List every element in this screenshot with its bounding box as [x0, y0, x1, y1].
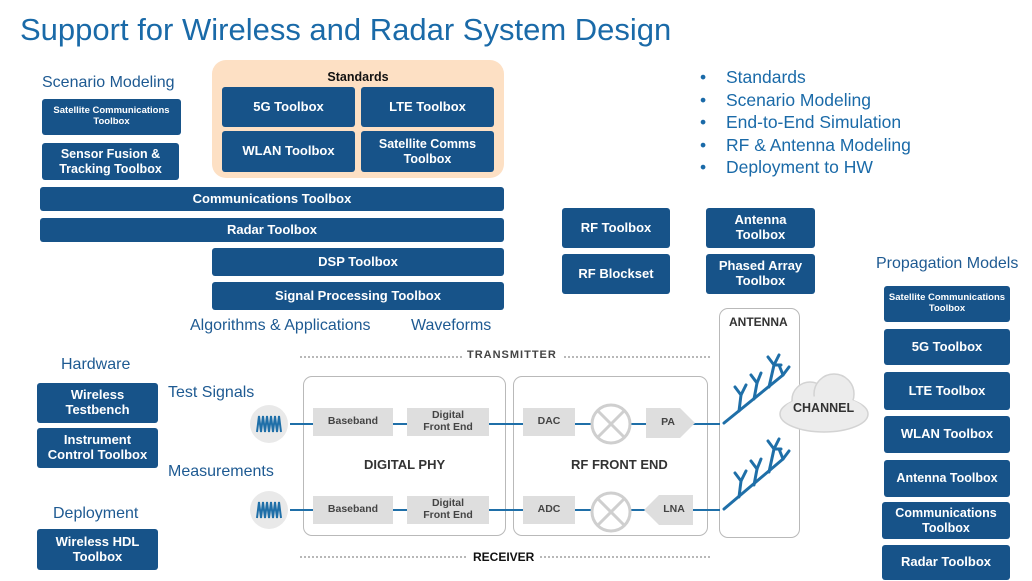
adc-block: ADC [523, 496, 575, 524]
wireless-testbench[interactable]: Wireless Testbench [37, 383, 158, 423]
instrument-control-toolbox[interactable]: Instrument Control Toolbox [37, 428, 158, 468]
receiver-caption: RECEIVER [468, 550, 540, 564]
propagation-antenna-toolbox[interactable]: Antenna Toolbox [884, 460, 1010, 497]
hardware-label: Hardware [61, 356, 131, 373]
scenario-modeling-label: Scenario Modeling [42, 74, 175, 91]
standards-satellite-comms-toolbox[interactable]: Satellite Comms Toolbox [361, 131, 494, 172]
tx-baseband-block: Baseband [313, 408, 393, 436]
test-signals-label: Test Signals [168, 384, 255, 401]
measurement-signal-icon [250, 491, 288, 529]
antenna-array-icon [722, 353, 791, 511]
rx-baseband-block: Baseband [313, 496, 393, 524]
channel-caption: CHANNEL [793, 401, 855, 415]
tx-signal-line [290, 423, 720, 425]
radar-toolbox[interactable]: Radar Toolbox [40, 218, 504, 242]
antenna-toolbox[interactable]: Antenna Toolbox [706, 208, 815, 248]
digital-phy-caption: DIGITAL PHY [364, 457, 446, 472]
rx-signal-line [290, 509, 720, 511]
test-signal-icon [250, 405, 288, 443]
propagation-radar-toolbox[interactable]: Radar Toolbox [882, 545, 1010, 580]
propagation-wlan-toolbox[interactable]: WLAN Toolbox [884, 416, 1010, 453]
standards-lte-toolbox[interactable]: LTE Toolbox [361, 87, 494, 127]
rx-digital-front-end-block: Digital Front End [407, 496, 489, 524]
propagation-models-label: Propagation Models [876, 255, 1019, 272]
signal-processing-toolbox[interactable]: Signal Processing Toolbox [212, 282, 504, 310]
sensor-fusion-tracking-toolbox[interactable]: Sensor Fusion & Tracking Toolbox [42, 143, 179, 180]
communications-toolbox[interactable]: Communications Toolbox [40, 187, 504, 211]
propagation-5g-toolbox[interactable]: 5G Toolbox [884, 329, 1010, 365]
dac-block: DAC [523, 408, 575, 436]
bullet-item: •End-to-End Simulation [700, 112, 902, 132]
transmitter-caption: TRANSMITTER [462, 349, 562, 361]
propagation-satellite-comms-toolbox[interactable]: Satellite Communications Toolbox [884, 286, 1010, 322]
pa-label: PA [661, 416, 675, 428]
wireless-hdl-toolbox[interactable]: Wireless HDL Toolbox [37, 529, 158, 570]
standards-5g-toolbox[interactable]: 5G Toolbox [222, 87, 355, 127]
standards-title: Standards [327, 70, 389, 84]
bullet-item: •RF & Antenna Modeling [700, 134, 911, 155]
scenario-satellite-comms-toolbox[interactable]: Satellite Communications Toolbox [42, 99, 181, 135]
pa-amplifier-shape [646, 408, 695, 438]
bullet-item: •Deployment to HW [700, 157, 873, 177]
bullet-item: •Scenario Modeling [700, 89, 871, 110]
propagation-communications-toolbox[interactable]: Communications Toolbox [882, 502, 1010, 539]
measurements-label: Measurements [168, 463, 274, 480]
channel-cloud-icon [779, 373, 869, 433]
standards-wlan-toolbox[interactable]: WLAN Toolbox [222, 131, 355, 172]
tx-digital-front-end-block: Digital Front End [407, 408, 489, 436]
propagation-lte-toolbox[interactable]: LTE Toolbox [884, 372, 1010, 410]
rx-mixer-icon [590, 491, 632, 533]
rf-toolbox[interactable]: RF Toolbox [562, 208, 670, 248]
rf-front-end-caption: RF FRONT END [571, 457, 668, 472]
tx-mixer-icon [590, 403, 632, 445]
phased-array-toolbox[interactable]: Phased Array Toolbox [706, 254, 815, 294]
page-title: Support for Wireless and Radar System De… [20, 12, 672, 47]
bullet-item: •Standards [700, 67, 806, 87]
rf-blockset[interactable]: RF Blockset [562, 254, 670, 294]
algorithms-applications-label: Algorithms & Applications [190, 317, 371, 334]
lna-amplifier-shape [644, 495, 693, 525]
dsp-toolbox[interactable]: DSP Toolbox [212, 248, 504, 276]
deployment-label: Deployment [53, 505, 139, 522]
waveforms-label: Waveforms [411, 317, 492, 334]
feature-bullet-list: •Standards •Scenario Modeling •End-to-En… [700, 66, 911, 179]
lna-label: LNA [663, 503, 685, 515]
antenna-caption: ANTENNA [729, 315, 788, 329]
